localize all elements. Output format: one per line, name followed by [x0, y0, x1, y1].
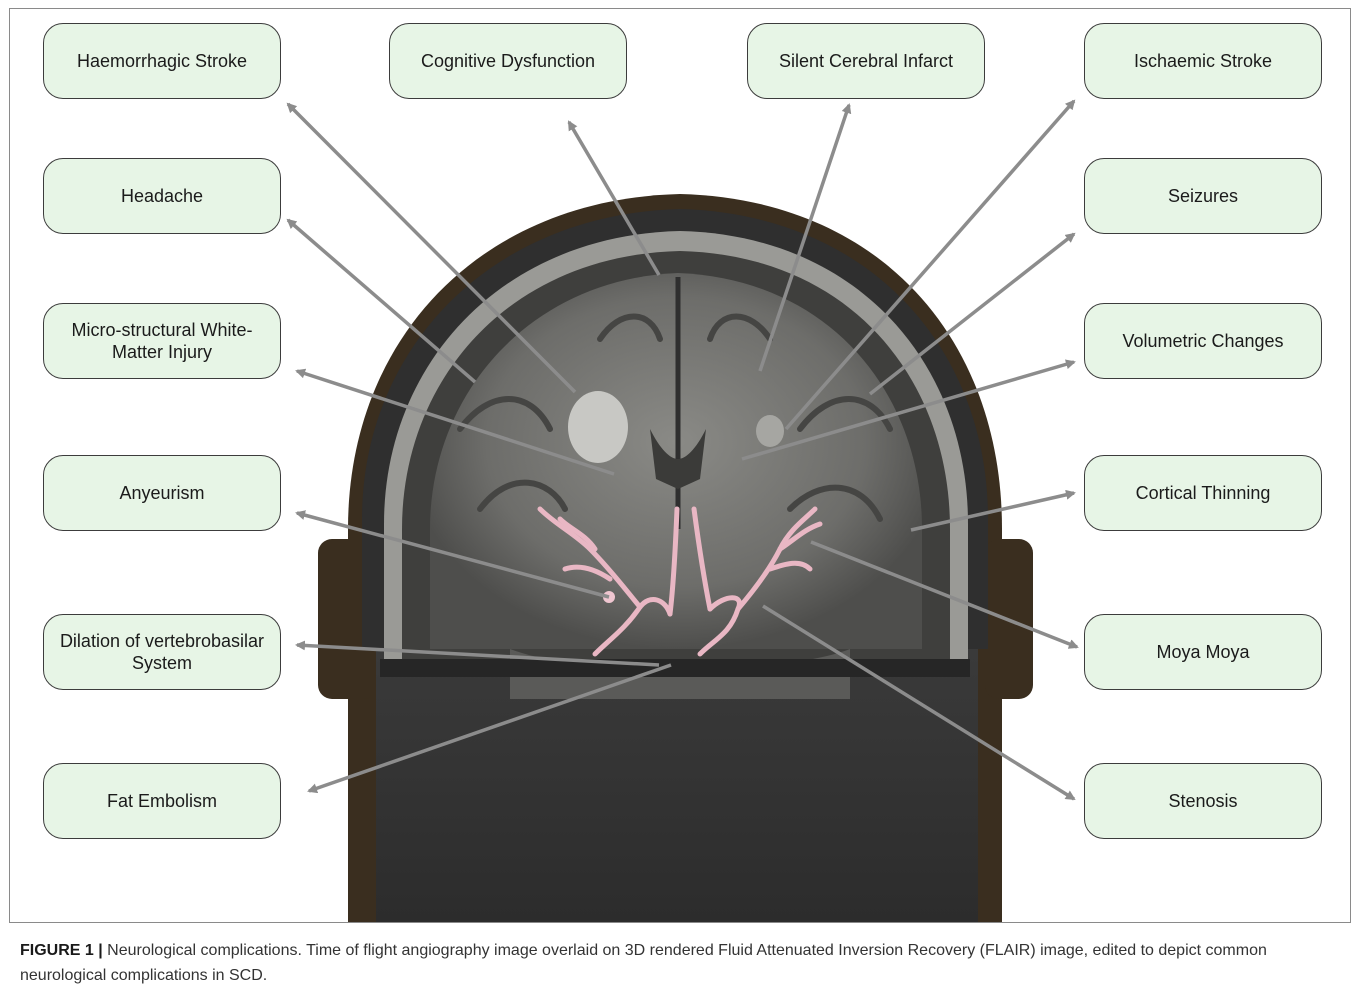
- figure-number: FIGURE 1 |: [20, 942, 103, 959]
- label-headache: Headache: [43, 158, 281, 234]
- figure-frame: Haemorrhagic Stroke Headache Micro-struc…: [9, 8, 1351, 923]
- label-vertebrobasilar-dilation: Dilation of vertebrobasilar System: [43, 614, 281, 690]
- figure-caption: FIGURE 1 | Neurological complications. T…: [20, 938, 1340, 988]
- label-haemorrhagic-stroke: Haemorrhagic Stroke: [43, 23, 281, 99]
- label-white-matter-injury: Micro-structural White-Matter Injury: [43, 303, 281, 379]
- label-anyeurism: Anyeurism: [43, 455, 281, 531]
- label-cortical-thinning: Cortical Thinning: [1084, 455, 1322, 531]
- caption-text: Neurological complications. Time of flig…: [20, 942, 1267, 984]
- label-seizures: Seizures: [1084, 158, 1322, 234]
- haemorrhage-lesion: [568, 391, 628, 463]
- label-fat-embolism: Fat Embolism: [43, 763, 281, 839]
- label-volumetric-changes: Volumetric Changes: [1084, 303, 1322, 379]
- label-silent-cerebral-infarct: Silent Cerebral Infarct: [747, 23, 985, 99]
- label-ischaemic-stroke: Ischaemic Stroke: [1084, 23, 1322, 99]
- label-moya-moya: Moya Moya: [1084, 614, 1322, 690]
- label-cognitive-dysfunction: Cognitive Dysfunction: [389, 23, 627, 99]
- label-stenosis: Stenosis: [1084, 763, 1322, 839]
